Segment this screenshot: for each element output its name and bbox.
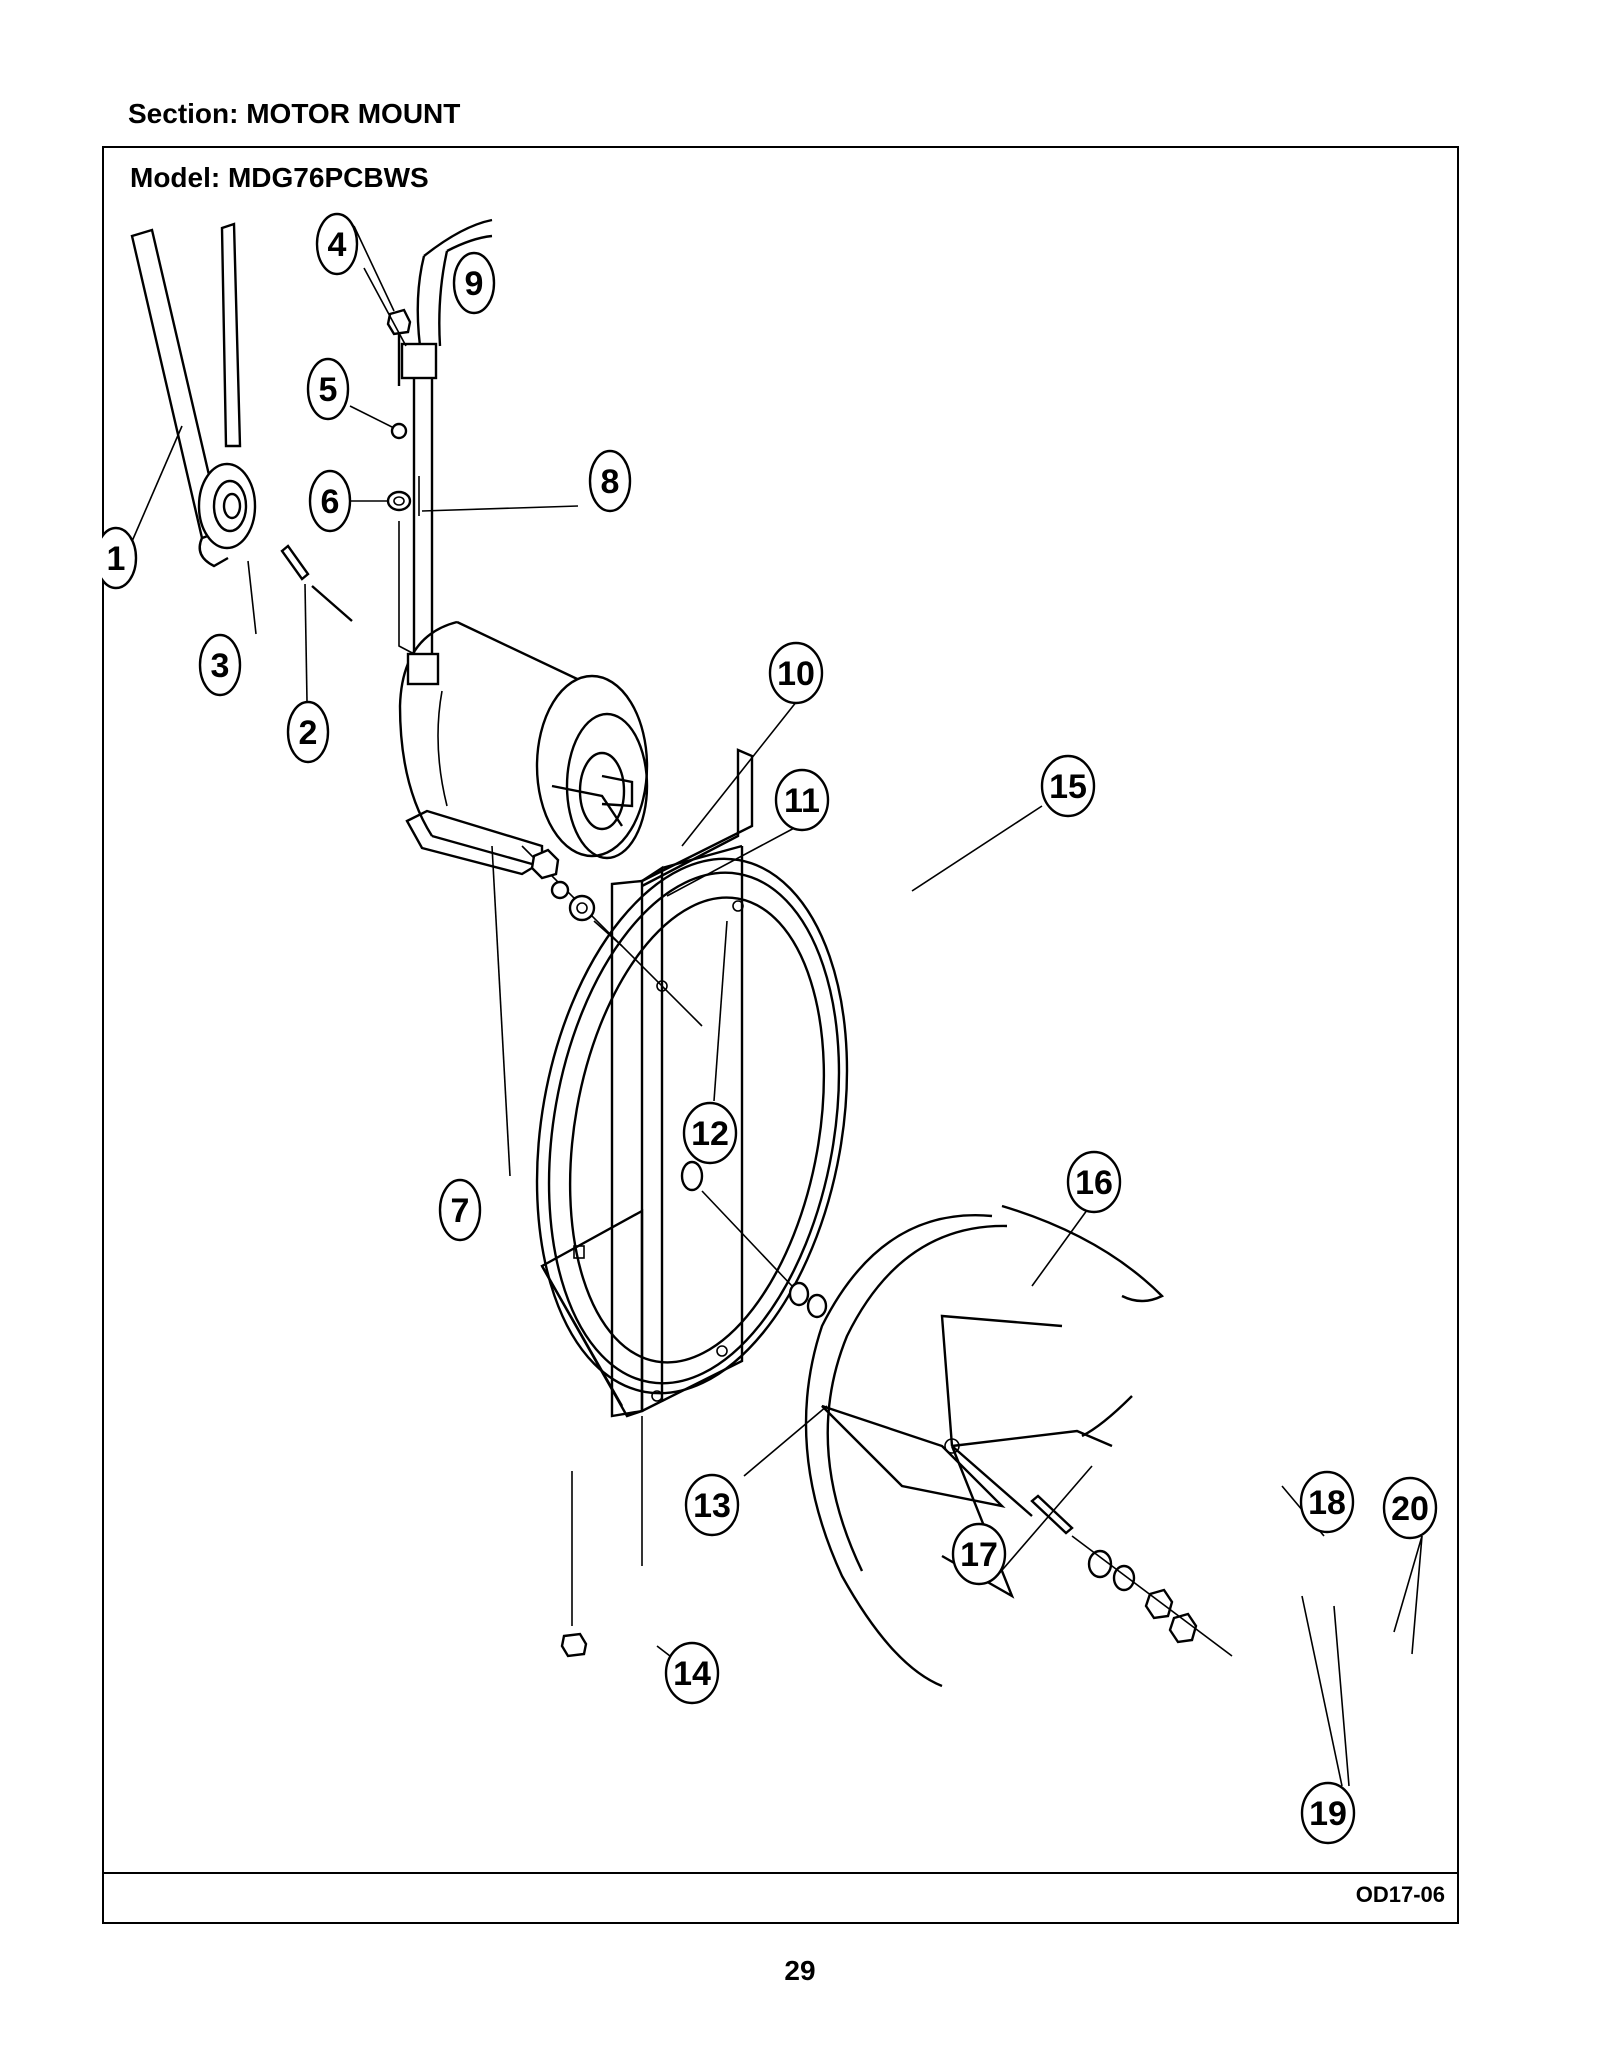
part-pulley	[197, 462, 257, 550]
drawing-reference-code: OD17-06	[1355, 1882, 1445, 1907]
svg-text:2: 2	[299, 714, 318, 752]
svg-text:11: 11	[784, 782, 820, 820]
part-flat-washer	[386, 490, 412, 512]
svg-text:4: 4	[328, 226, 347, 264]
callout-9: 9	[452, 251, 496, 315]
callout-1: 1	[102, 526, 138, 590]
part-bolt	[386, 308, 412, 386]
svg-text:15: 15	[1049, 768, 1087, 806]
callout-11: 11	[774, 768, 830, 832]
svg-text:16: 16	[1075, 1164, 1113, 1202]
callout-8: 8	[588, 449, 632, 513]
svg-text:8: 8	[601, 463, 620, 501]
callout-18: 18	[1299, 1470, 1355, 1534]
callout-14: 14	[664, 1641, 720, 1705]
part-blower-fan	[804, 1204, 1165, 1688]
svg-text:5: 5	[319, 371, 338, 409]
callout-12: 12	[682, 1101, 738, 1165]
callout-3: 3	[198, 633, 242, 697]
callout-17: 17	[951, 1522, 1007, 1586]
svg-text:19: 19	[1309, 1795, 1347, 1833]
svg-text:1: 1	[107, 540, 126, 578]
svg-text:13: 13	[693, 1487, 731, 1525]
part-wire-harness	[400, 218, 493, 656]
part-key	[280, 544, 353, 622]
part-lock-washer-11	[550, 880, 570, 900]
svg-text:3: 3	[211, 647, 230, 685]
footer-divider	[104, 1872, 1457, 1874]
callout-13: 13	[684, 1473, 740, 1537]
callout-19: 19	[1300, 1781, 1356, 1845]
svg-text:9: 9	[465, 265, 484, 303]
svg-text:7: 7	[451, 1192, 470, 1230]
diagram-frame: Model: MDG76PCBWS OD17-06	[102, 146, 1459, 1924]
callout-15: 15	[1040, 754, 1096, 818]
callout-2: 2	[286, 700, 330, 764]
callout-16: 16	[1066, 1150, 1122, 1214]
part-washers-16	[788, 1281, 828, 1319]
part-mounting-ring	[535, 857, 849, 1395]
callout-20: 20	[1382, 1476, 1438, 1540]
callout-6: 6	[308, 469, 352, 533]
leader-lines	[129, 225, 1423, 1787]
svg-text:14: 14	[673, 1655, 711, 1693]
part-nut-10	[530, 848, 560, 880]
callout-7: 7	[438, 1178, 482, 1242]
callout-10: 10	[768, 641, 824, 705]
exploded-parts-diagram: 1 2 3 4 5 6 7 8 9 10 11 12	[102, 212, 1438, 1845]
part-washers-19	[1087, 1549, 1136, 1592]
svg-text:17: 17	[960, 1536, 998, 1574]
svg-text:6: 6	[321, 483, 340, 521]
part-key-18	[1030, 1494, 1074, 1535]
svg-text:12: 12	[691, 1115, 729, 1153]
callout-4: 4	[315, 212, 359, 276]
part-connector	[406, 652, 440, 686]
part-lock-washer	[390, 422, 408, 440]
svg-text:20: 20	[1391, 1490, 1429, 1528]
svg-text:10: 10	[777, 655, 815, 693]
section-title: Section: MOTOR MOUNT	[128, 98, 461, 129]
callout-5: 5	[306, 357, 350, 421]
model-title: Model: MDG76PCBWS	[130, 162, 429, 193]
part-motor	[398, 620, 649, 876]
part-clip-14	[560, 1632, 588, 1658]
part-washer-12	[568, 894, 596, 922]
svg-text:18: 18	[1308, 1484, 1346, 1522]
page-number: 29	[784, 1955, 816, 1986]
